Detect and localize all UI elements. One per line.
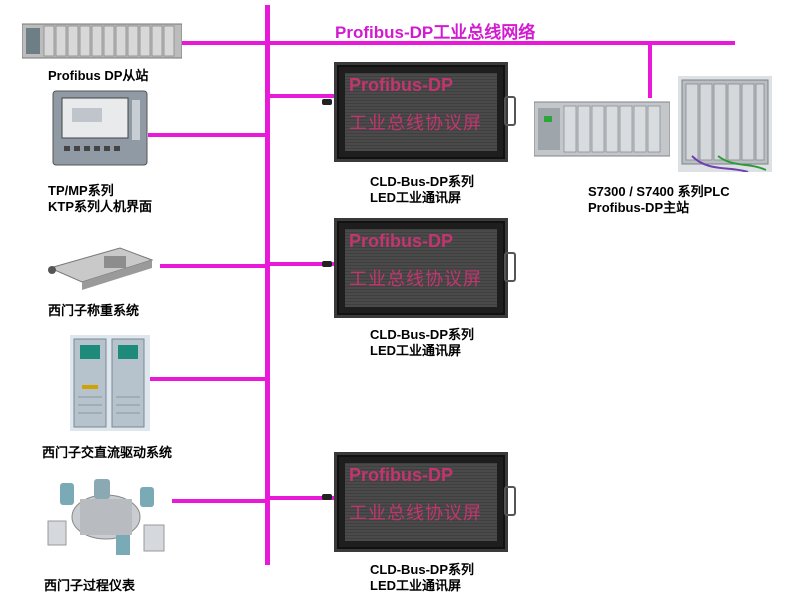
connector-weighing bbox=[160, 264, 268, 268]
hmi-panel-image bbox=[52, 90, 148, 166]
dp-slave-rack-image bbox=[21, 18, 183, 62]
led-screen-2-line1: Profibus-DP bbox=[349, 231, 454, 251]
process-instruments-image bbox=[40, 475, 174, 559]
led-screen-2-caption-line1: CLD-Bus-DP系列 bbox=[370, 327, 474, 342]
s7400-plc-image bbox=[678, 76, 772, 173]
plc-label-line2: Profibus-DP主站 bbox=[588, 200, 690, 215]
led-screen-3: Profibus-DP 工业总线协议屏 bbox=[334, 452, 508, 552]
led-screen-3-line2: 工业总线协议屏 bbox=[349, 503, 482, 523]
led-screen-1: Profibus-DP 工业总线协议屏 bbox=[334, 62, 508, 162]
led-screen-2-line2: 工业总线协议屏 bbox=[349, 269, 482, 289]
connector-led-3 bbox=[268, 496, 336, 500]
led-screen-3-line1: Profibus-DP bbox=[349, 465, 454, 485]
drive-cabinet-image bbox=[70, 335, 150, 431]
led-screen-1-connector bbox=[322, 99, 332, 105]
s7300-plc-image bbox=[533, 98, 671, 160]
led-screen-1-caption-line1: CLD-Bus-DP系列 bbox=[370, 174, 474, 189]
instruments-label: 西门子过程仪表 bbox=[44, 578, 136, 593]
led-screen-3-caption-line1: CLD-Bus-DP系列 bbox=[370, 562, 474, 577]
main-bus-vertical bbox=[265, 5, 270, 565]
led-screen-3-connector bbox=[322, 494, 332, 500]
led-screen-1-line2: 工业总线协议屏 bbox=[349, 113, 482, 133]
led-screen-1-line1: Profibus-DP bbox=[349, 75, 454, 95]
hmi-label-line1: TP/MP系列 bbox=[48, 183, 114, 198]
connector-instruments bbox=[172, 499, 268, 503]
weighing-label: 西门子称重系统 bbox=[48, 303, 140, 318]
connector-hmi bbox=[148, 133, 268, 137]
plc-drop-line bbox=[648, 43, 652, 98]
connector-drive bbox=[148, 377, 268, 381]
led-screen-1-caption-line2: LED工业通讯屏 bbox=[370, 190, 462, 205]
led-screen-2-face bbox=[345, 229, 497, 307]
top-bus-horizontal bbox=[180, 41, 735, 45]
led-screen-3-handle bbox=[504, 486, 516, 516]
connector-led-1 bbox=[268, 94, 336, 98]
drive-label: 西门子交直流驱动系统 bbox=[42, 445, 173, 460]
connector-led-2 bbox=[268, 262, 336, 266]
led-screen-2-caption-line2: LED工业通讯屏 bbox=[370, 343, 462, 358]
plc-label-line1: S7300 / S7400 系列PLC bbox=[588, 184, 730, 199]
led-screen-1-handle bbox=[504, 96, 516, 126]
led-screen-2-handle bbox=[504, 252, 516, 282]
dp-slave-label: Profibus DP从站 bbox=[48, 68, 149, 83]
network-title: Profibus-DP工业总线网络 bbox=[335, 23, 536, 42]
led-screen-3-face bbox=[345, 463, 497, 541]
hmi-label-line2: KTP系列人机界面 bbox=[48, 199, 153, 214]
load-cell-image bbox=[40, 240, 160, 290]
led-screen-1-face bbox=[345, 73, 497, 151]
led-screen-3-caption-line2: LED工业通讯屏 bbox=[370, 578, 462, 593]
led-screen-2-connector bbox=[322, 261, 332, 267]
led-screen-2: Profibus-DP 工业总线协议屏 bbox=[334, 218, 508, 318]
